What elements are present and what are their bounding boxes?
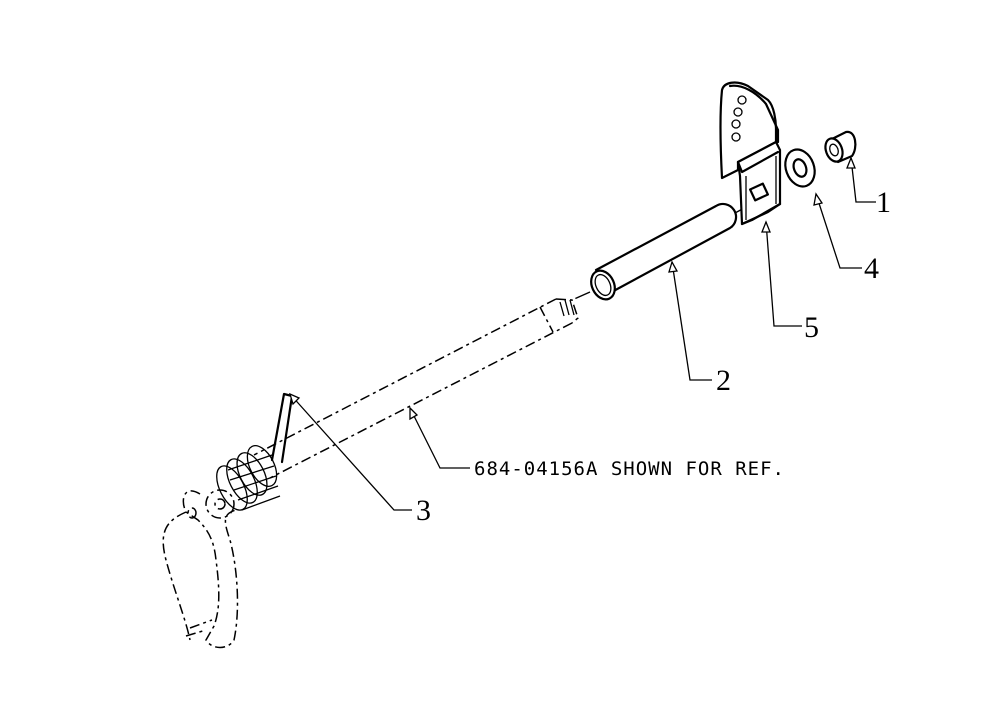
callout-5: 5 [804,311,819,344]
callout-3: 3 [416,494,431,527]
callout-2: 2 [716,364,731,397]
reference-shaft [162,298,579,649]
callout-4: 4 [864,252,879,285]
callout-1: 1 [876,186,891,219]
leader-lines [288,156,876,511]
part-5-bracket [719,81,782,226]
part-1-nut [824,130,857,164]
reference-note: 684-04156A SHOWN FOR REF. [474,458,785,480]
pedal-arm [162,489,239,649]
part-2-tube [590,202,738,301]
torsion-spring [216,392,294,511]
part-4-washer [784,148,816,188]
